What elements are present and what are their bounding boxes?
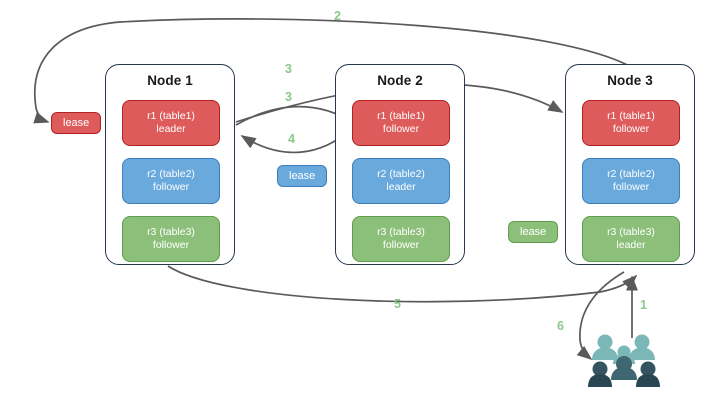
- replica-range: r1 (table1): [607, 110, 655, 122]
- lease-r3[interactable]: lease: [508, 221, 559, 243]
- node-1-title: Node 1: [147, 73, 193, 88]
- node-3[interactable]: Node 3 r1 (table1) follower r2 (table2) …: [565, 64, 695, 265]
- node-3-replica-r2[interactable]: r2 (table2) follower: [582, 158, 680, 204]
- step-label-3-lower: 3: [285, 90, 292, 104]
- replica-role: follower: [152, 181, 190, 193]
- step-label-2: 2: [334, 9, 341, 23]
- replica-role: leader: [156, 123, 186, 135]
- replica-range: r2 (table2): [377, 168, 425, 180]
- replica-role: follower: [382, 123, 420, 135]
- replica-role: follower: [382, 239, 420, 251]
- replica-range: r1 (table1): [147, 110, 195, 122]
- node-3-replica-r1[interactable]: r1 (table1) follower: [582, 100, 680, 146]
- node-2-replica-r1[interactable]: r1 (table1) follower: [352, 100, 450, 146]
- replica-role: leader: [616, 239, 646, 251]
- node-2-replica-r3[interactable]: r3 (table3) follower: [352, 216, 450, 262]
- step-label-1: 1: [640, 298, 647, 312]
- replica-range: r2 (table2): [147, 168, 195, 180]
- node-1[interactable]: Node 1 r1 (table1) leader r2 (table2) fo…: [105, 64, 235, 265]
- lease-r2[interactable]: lease: [277, 165, 328, 187]
- node-3-replica-r3[interactable]: r3 (table3) leader: [582, 216, 680, 262]
- node-2[interactable]: Node 2 r1 (table1) follower r2 (table2) …: [335, 64, 465, 265]
- replica-role: follower: [152, 239, 190, 251]
- node-3-title: Node 3: [607, 73, 653, 88]
- step-label-3-upper: 3: [285, 62, 292, 76]
- replica-role: leader: [386, 181, 416, 193]
- edge-step-5: [167, 265, 638, 303]
- step-label-4: 4: [288, 132, 295, 146]
- replica-range: r3 (table3): [607, 226, 655, 238]
- node-1-replica-r3[interactable]: r3 (table3) follower: [122, 216, 220, 262]
- node-1-replica-r2[interactable]: r2 (table2) follower: [122, 158, 220, 204]
- replica-range: r1 (table1): [377, 110, 425, 122]
- node-2-title: Node 2: [377, 73, 423, 88]
- users-icon: [588, 334, 660, 387]
- node-1-replica-r1[interactable]: r1 (table1) leader: [122, 100, 220, 146]
- replica-range: r2 (table2): [607, 168, 655, 180]
- replica-range: r3 (table3): [377, 226, 425, 238]
- lease-r1[interactable]: lease: [51, 112, 102, 134]
- replica-range: r3 (table3): [147, 226, 195, 238]
- replica-role: follower: [612, 181, 650, 193]
- step-label-6: 6: [557, 319, 564, 333]
- step-label-5: 5: [394, 297, 401, 311]
- replica-role: follower: [612, 123, 650, 135]
- node-2-replica-r2[interactable]: r2 (table2) leader: [352, 158, 450, 204]
